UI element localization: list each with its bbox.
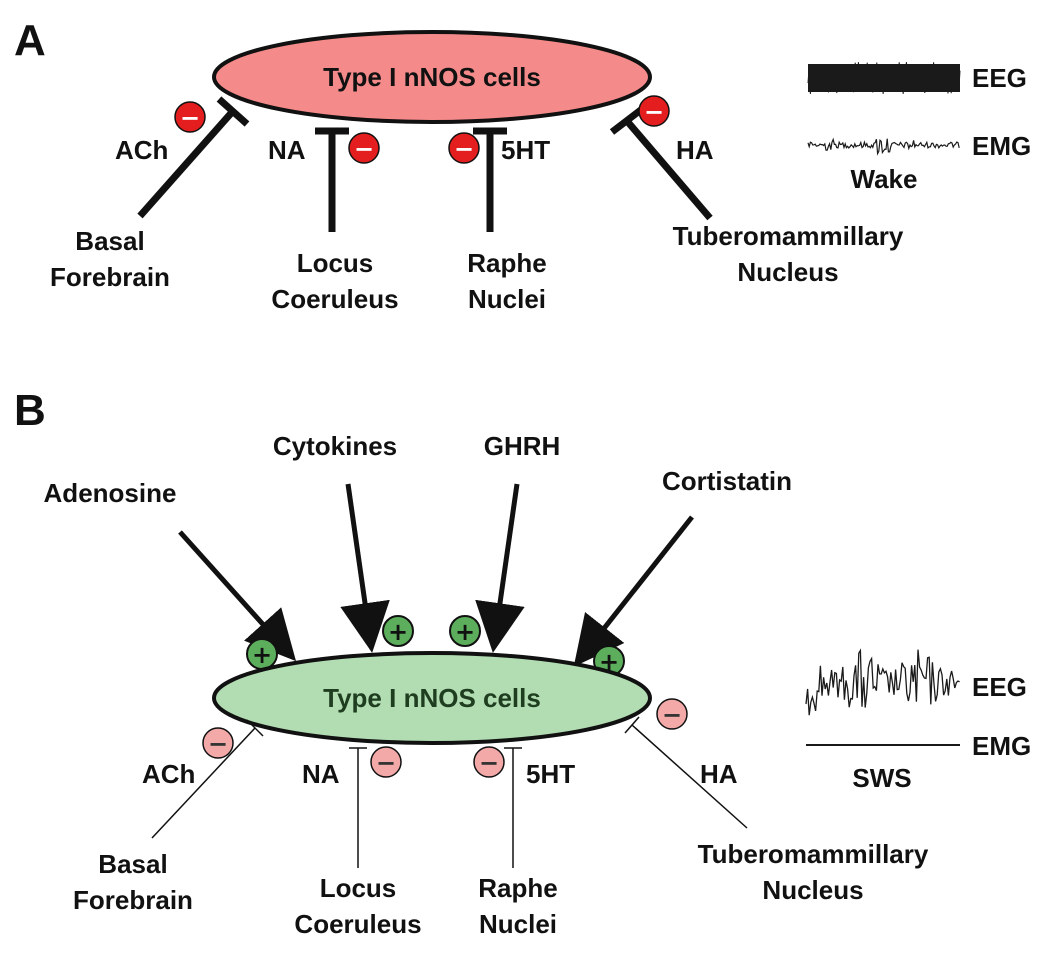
- svg-text:−: −: [644, 98, 664, 126]
- panel-a-region-locus-coeruleus-line2: Coeruleus: [271, 284, 398, 314]
- svg-text:−: −: [354, 135, 374, 163]
- svg-text:+: +: [252, 641, 272, 669]
- panel-b-region-locus-coeruleus-line1: Locus: [320, 873, 397, 903]
- panel-b-minus-sign-5ht: −: [473, 746, 505, 778]
- panel-a-emg-label: EMG: [972, 131, 1031, 161]
- panel-b-label-adenosine: Adenosine: [44, 478, 177, 508]
- panel-b-arrow-adenosine: [178, 530, 297, 662]
- panel-b-region-tuberomammillary-line1: Tuberomammillary: [698, 839, 929, 869]
- svg-text:−: −: [208, 730, 228, 758]
- panel-a-region-tuberomammillary-line2: Nucleus: [737, 257, 838, 287]
- panel-a-region-basal-forebrain-line2: Forebrain: [50, 262, 170, 292]
- panel-b-label-cortistatin: Cortistatin: [662, 466, 792, 496]
- panel-a-minus-sign-na: −: [348, 132, 380, 164]
- panel-a-emg-trace: [807, 137, 960, 156]
- panel-b-region-basal-forebrain-line2: Forebrain: [73, 885, 193, 915]
- panel-a-label-na: NA: [268, 135, 306, 165]
- panel-b-connector-raphe: [504, 747, 522, 868]
- panel-b-emg-label: EMG: [972, 731, 1031, 761]
- panel-a-connector-raphe: [473, 127, 507, 232]
- panel-b-cells-ellipse: [212, 651, 652, 745]
- panel-a-connector-tuberomammillary: [609, 106, 713, 221]
- panel-a-region-raphe-line2: Nuclei: [468, 284, 546, 314]
- panel-a-minus-sign-ha: −: [638, 95, 670, 127]
- panel-a-region-tuberomammillary-line1: Tuberomammillary: [673, 221, 904, 251]
- panel-a-eeg-trace: [807, 62, 961, 94]
- panel-b-region-locus-coeruleus-line2: Coeruleus: [294, 909, 421, 939]
- panel-a-minus-sign-ach: −: [174, 101, 206, 133]
- panel-b-arrow-ghrh: [475, 483, 525, 653]
- panel-b-region-tuberomammillary-line2: Nucleus: [762, 875, 863, 905]
- panel-a-cells-label: Type I nNOS cells: [323, 62, 541, 92]
- panel-a-region-raphe-line1: Raphe: [467, 248, 546, 278]
- panel-b-label-cytokines: Cytokines: [273, 431, 397, 461]
- panel-b-plus-sign-adenosine: +: [246, 638, 278, 670]
- panel-b-region-raphe-line2: Nuclei: [479, 909, 557, 939]
- panel-b-letter: B: [14, 386, 46, 435]
- panel-b-minus-sign-ach: −: [202, 727, 234, 759]
- panel-b-eeg-label: EEG: [972, 672, 1027, 702]
- panel-b-label-ghrh: GHRH: [484, 431, 561, 461]
- panel-b-plus-sign-cytokines: +: [382, 615, 414, 647]
- panel-b-minus-sign-na: −: [370, 746, 402, 778]
- panel-b: B Adenosine Cytokines GHRH Cortistatin +…: [14, 386, 1031, 939]
- panel-b-label-5ht: 5HT: [526, 759, 575, 789]
- panel-b-cells-label: Type I nNOS cells: [323, 683, 541, 713]
- panel-b-plus-sign-ghrh: +: [449, 615, 481, 647]
- panel-b-label-na: NA: [302, 759, 340, 789]
- panel-b-connector-tuberomammillary: [624, 716, 748, 829]
- panel-b-region-basal-forebrain-line1: Basal: [98, 849, 167, 879]
- panel-b-label-ach: ACh: [142, 759, 195, 789]
- panel-a-label-5ht: 5HT: [501, 135, 550, 165]
- panel-a-state-label: Wake: [851, 164, 918, 194]
- panel-a-cells-ellipse: [212, 30, 652, 124]
- panel-b-region-raphe-line1: Raphe: [478, 873, 557, 903]
- panel-b-arrow-cytokines: [340, 483, 390, 653]
- svg-text:−: −: [180, 104, 200, 132]
- panel-b-label-ha: HA: [700, 759, 738, 789]
- panel-a-region-basal-forebrain-line1: Basal: [75, 226, 144, 256]
- panel-a-eeg-label: EEG: [972, 63, 1027, 93]
- panel-b-state-label: SWS: [852, 763, 911, 793]
- panel-a-minus-sign-5ht: −: [448, 132, 480, 164]
- panel-b-connector-locus-coeruleus: [349, 747, 367, 868]
- panel-a-label-ach: ACh: [115, 135, 168, 165]
- panel-a-letter: A: [14, 16, 46, 65]
- svg-text:+: +: [455, 618, 475, 646]
- panel-a-region-locus-coeruleus-line1: Locus: [297, 248, 374, 278]
- panel-b-arrow-cortistatin: [573, 515, 694, 667]
- svg-text:−: −: [479, 749, 499, 777]
- panel-b-eeg-trace: [805, 648, 960, 716]
- svg-text:+: +: [388, 618, 408, 646]
- panel-b-connector-basal-forebrain: [151, 719, 264, 839]
- panel-a-label-ha: HA: [676, 135, 714, 165]
- panel-a: A Type I nNOS cells − −: [14, 16, 1031, 314]
- svg-text:−: −: [454, 135, 474, 163]
- panel-b-minus-sign-ha: −: [656, 698, 688, 730]
- svg-text:−: −: [376, 749, 396, 777]
- svg-text:−: −: [662, 701, 682, 729]
- panel-a-connector-basal-forebrain: [137, 96, 250, 219]
- panel-a-connector-locus-coeruleus: [315, 127, 349, 232]
